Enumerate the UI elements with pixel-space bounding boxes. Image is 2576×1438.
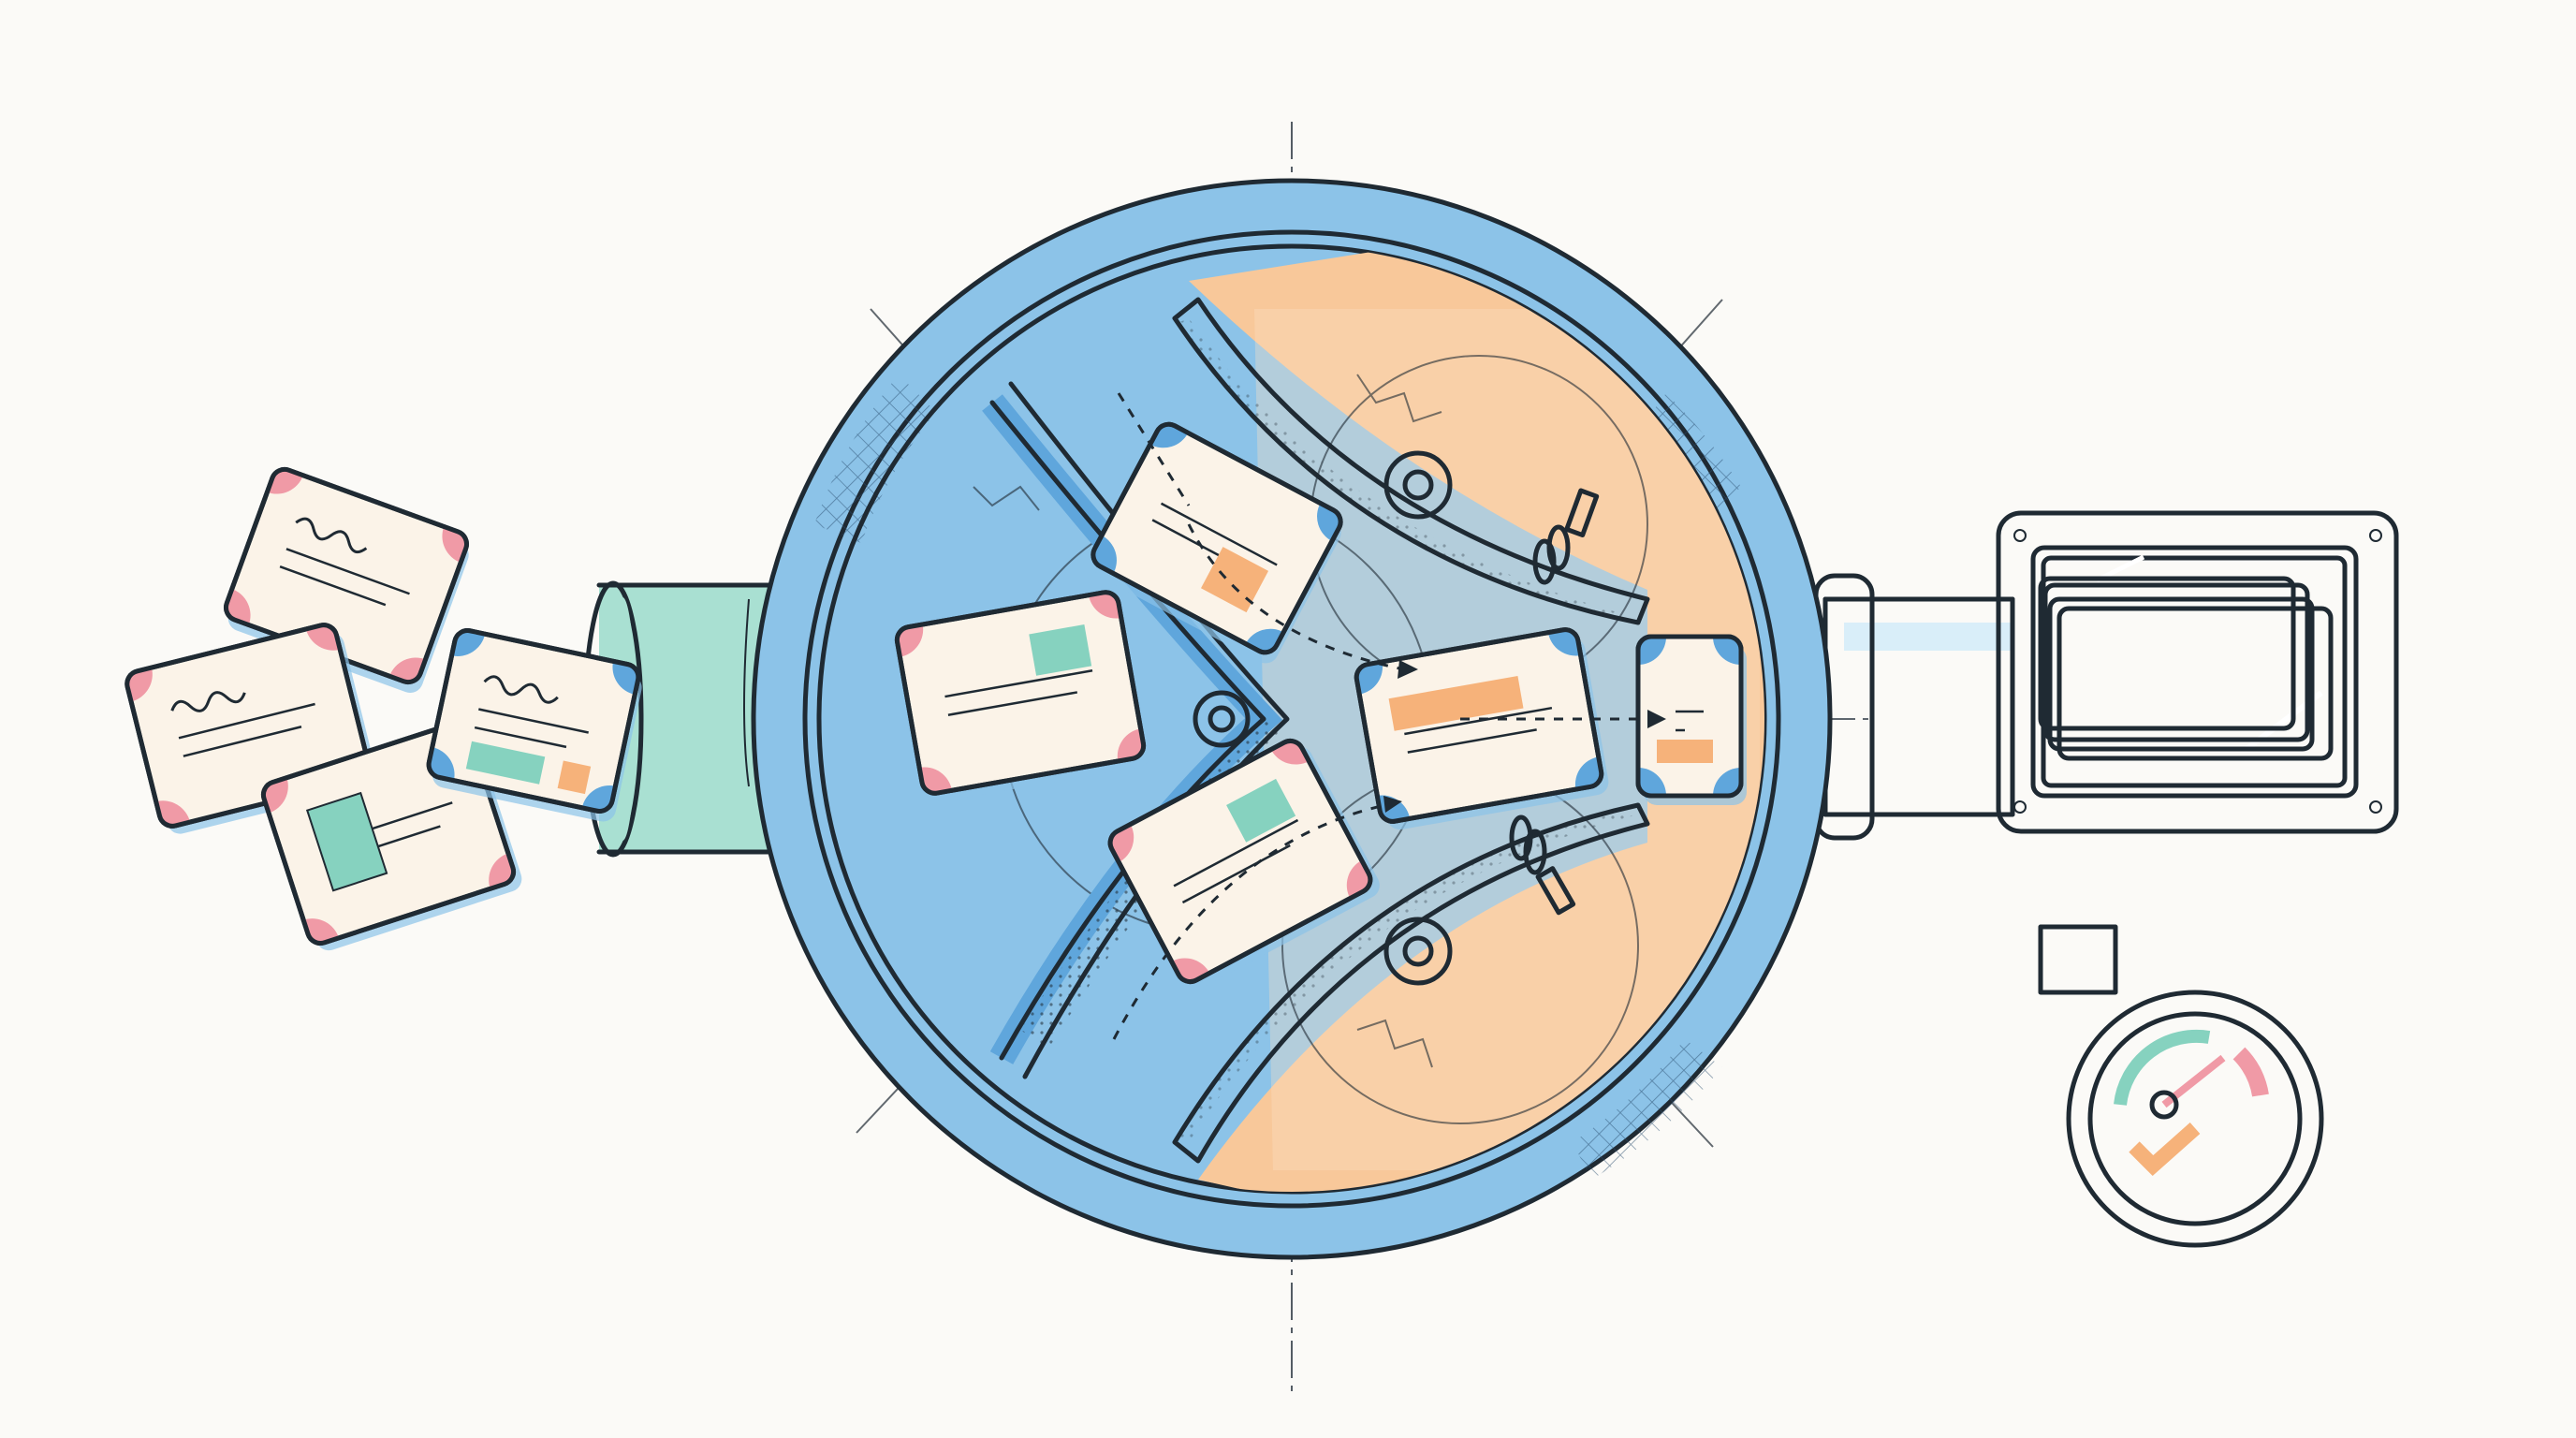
- output-pipe: [1813, 573, 2118, 995]
- pivot: [1193, 690, 1251, 748]
- sorted-card-stack: [2038, 576, 2334, 761]
- roller-bottom: [1383, 917, 1453, 986]
- spring-top: [1532, 488, 1600, 585]
- sorting-card: [1354, 627, 1609, 830]
- roller-top: [1383, 450, 1453, 520]
- sorting-card: [1107, 738, 1380, 988]
- sorting-card: [894, 590, 1151, 802]
- gauge-stem: [2038, 924, 2118, 995]
- input-card: [426, 628, 642, 822]
- status-gauge: [2066, 990, 2324, 1248]
- output-display: [1996, 510, 2399, 834]
- sorting-card: [1090, 421, 1343, 664]
- checkmark-icon: [2129, 1123, 2201, 1176]
- flow-arrows: [1112, 392, 1666, 1040]
- sorting-card: [1635, 634, 1747, 805]
- card-group: [124, 421, 1747, 988]
- display-window: [2041, 555, 2348, 788]
- spring-bottom: [1509, 814, 1576, 916]
